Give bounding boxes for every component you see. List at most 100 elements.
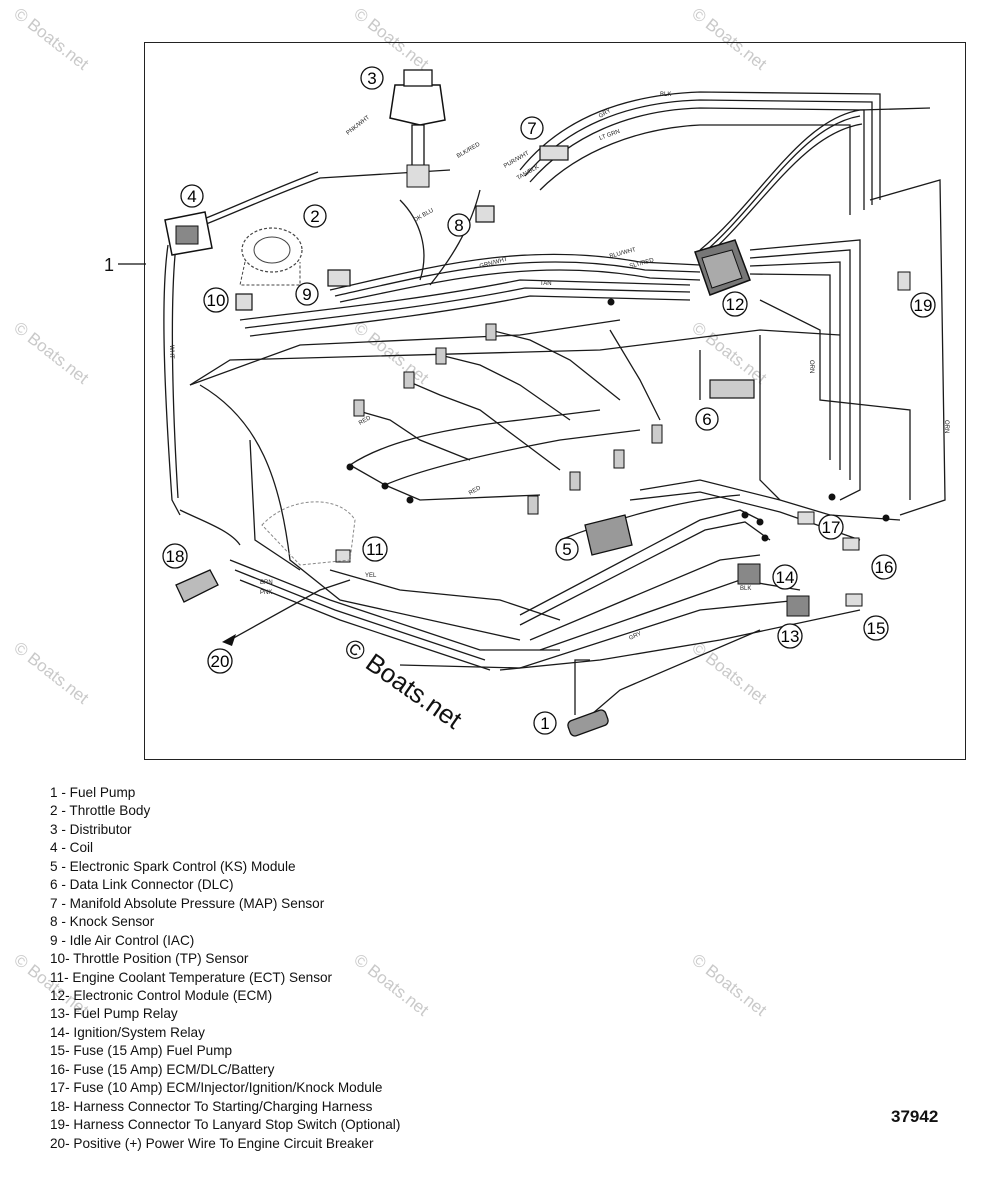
svg-text:10: 10: [207, 291, 226, 310]
callout-17: 17: [818, 514, 844, 540]
callout-11: 11: [362, 536, 388, 562]
svg-text:3: 3: [367, 69, 376, 88]
svg-text:8: 8: [454, 216, 463, 235]
legend-item: 15- Fuse (15 Amp) Fuel Pump: [50, 1043, 233, 1059]
legend-item: 2 - Throttle Body: [50, 803, 151, 819]
svg-text:6: 6: [702, 410, 711, 429]
wire-label: BLU/WHT: [609, 247, 637, 260]
wire-label: DK BLU: [413, 208, 435, 224]
component-ecm: [694, 239, 751, 296]
component-engine-outline: [261, 501, 356, 566]
legend-item: 10- Throttle Position (TP) Sensor: [50, 951, 249, 967]
legend-item: 6 - Data Link Connector (DLC): [50, 877, 234, 893]
legend-item: 13- Fuel Pump Relay: [50, 1006, 178, 1022]
callout-7: 7: [520, 116, 544, 140]
wire-label: RED: [358, 415, 373, 427]
wire-label: GRY: [628, 631, 642, 642]
callout-18: 18: [162, 543, 188, 569]
callout-20: 20: [207, 648, 233, 674]
svg-text:17: 17: [822, 518, 841, 537]
legend-item: 12- Electronic Control Module (ECM): [50, 987, 273, 1003]
legend-item: 11- Engine Coolant Temperature (ECT) Sen…: [50, 969, 333, 985]
legend-item: 7 - Manifold Absolute Pressure (MAP) Sen…: [50, 895, 325, 911]
wire-label: SLT/RED: [629, 258, 655, 270]
callout-9: 9: [295, 282, 319, 306]
legend-item: 17- Fuse (10 Amp) ECM/Injector/Ignition/…: [50, 1080, 383, 1096]
legend-item: 20- Positive (+) Power Wire To Engine Ci…: [50, 1135, 374, 1151]
svg-text:1: 1: [540, 714, 549, 733]
legend-item: 14- Ignition/System Relay: [50, 1024, 205, 1040]
component-dlc: [709, 379, 755, 399]
wire-label: BLK: [740, 586, 751, 592]
callout-2: 2: [303, 204, 327, 228]
component-tp-sensor: [235, 293, 253, 311]
diagram-frame: [144, 42, 966, 760]
wire-label: WHT: [168, 345, 174, 359]
callout-13: 13: [777, 623, 803, 649]
svg-text:19: 19: [914, 296, 933, 315]
legend-item: 9 - Idle Air Control (IAC): [50, 932, 195, 948]
callout-1: 1: [533, 711, 557, 735]
wire-label: BLK: [660, 92, 671, 98]
wire-label: RED: [468, 485, 483, 497]
callout-10: 10: [203, 287, 229, 313]
component-throttle-body: [239, 227, 303, 286]
component-lanyard-connector: [897, 271, 911, 291]
callout-8: 8: [447, 213, 471, 237]
legend-item: 16- Fuse (15 Amp) ECM/DLC/Battery: [50, 1061, 275, 1077]
svg-text:9: 9: [302, 285, 311, 304]
wire-label: PNK/WHT: [346, 115, 372, 137]
svg-text:18: 18: [166, 547, 185, 566]
wire-label: GRY: [598, 108, 612, 120]
wire-label: ORN: [943, 420, 949, 433]
wire-harness: [163, 91, 946, 721]
junction-dots: [346, 298, 890, 542]
svg-text:5: 5: [562, 540, 571, 559]
wire-label: ORN: [808, 360, 814, 373]
wire-label: BRN: [260, 580, 273, 586]
svg-text:13: 13: [781, 627, 800, 646]
legend-item: 3 - Distributor: [50, 821, 132, 837]
component-fuel-pump: [567, 709, 609, 737]
svg-text:12: 12: [726, 295, 745, 314]
component-map-sensor: [539, 145, 569, 161]
svg-text:14: 14: [776, 568, 795, 587]
svg-text:7: 7: [527, 119, 536, 138]
callout-19: 19: [910, 292, 936, 318]
callout-bubbles: 1 2 3 4 5 6 7 8 9 10 11 12 13 14 15 16 1…: [162, 66, 936, 735]
callout-12: 12: [722, 291, 748, 317]
legend-list: 1 - Fuel Pump 2 - Throttle Body 3 - Dist…: [50, 784, 570, 1153]
legend-item: 8 - Knock Sensor: [50, 914, 155, 930]
component-iac: [327, 269, 351, 287]
legend-item: 4 - Coil: [50, 840, 94, 856]
legend-item: 19- Harness Connector To Lanyard Stop Sw…: [50, 1117, 401, 1133]
component-knock-sensor: [475, 205, 495, 223]
svg-text:15: 15: [867, 619, 886, 638]
component-coil: [164, 211, 213, 256]
figure-number: 37942: [891, 1107, 939, 1126]
wire-label: LT GRN: [599, 129, 621, 142]
wire-label: TAN: [540, 281, 552, 287]
svg-text:4: 4: [187, 187, 196, 206]
callout-4: 4: [180, 184, 204, 208]
arrow-icon: [222, 634, 236, 646]
component-distributor: [389, 69, 446, 188]
legend-item: 5 - Electronic Spark Control (KS) Module: [50, 858, 296, 874]
callout-6: 6: [695, 407, 719, 431]
callout-14: 14: [772, 564, 798, 590]
legend-item: 18- Harness Connector To Starting/Chargi…: [50, 1098, 373, 1114]
wire-label: PUR/WHT: [503, 150, 531, 169]
svg-text:20: 20: [211, 652, 230, 671]
callout-3: 3: [360, 66, 384, 90]
wire-label: PNK: [260, 590, 272, 596]
wire-label: BLK/RED: [456, 141, 482, 159]
svg-text:11: 11: [366, 540, 384, 559]
wire-label: YEL: [365, 573, 377, 579]
wire-label: TAN/BLK: [516, 164, 540, 181]
fuel-injectors: [353, 323, 663, 515]
legend-item: 1 - Fuel Pump: [50, 785, 136, 800]
svg-text:2: 2: [310, 207, 319, 226]
component-ks-module: [584, 514, 633, 556]
callout-5: 5: [555, 537, 579, 561]
